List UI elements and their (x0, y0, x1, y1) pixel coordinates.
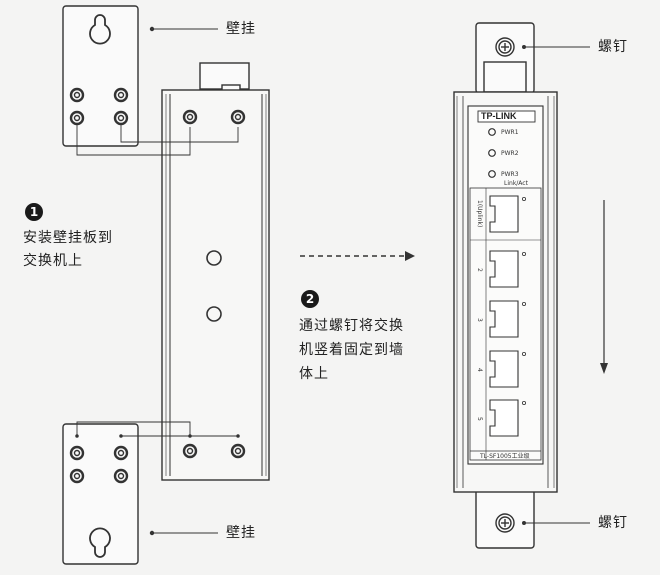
bottom-wall-bracket (62, 423, 139, 565)
screw-leaders (522, 45, 590, 525)
step-1-badge: 1 (25, 203, 43, 221)
step-2-text-line1: 通过螺钉将交换 (299, 318, 404, 334)
led-label-pwr2: PWR2 (501, 150, 519, 157)
port-label-2: 2 (476, 268, 483, 272)
bottom-bracket-leader (149, 530, 218, 536)
step-2-text-line3: 体上 (299, 366, 329, 382)
step-arrow (300, 251, 415, 261)
screw-label-bottom: 螺钉 (598, 515, 628, 531)
switch-front-view (453, 22, 558, 549)
led-label-pwr3: PWR3 (501, 171, 519, 178)
top-alignment-lines (76, 125, 239, 156)
bracket-label-top: 壁挂 (226, 21, 256, 37)
link-act-label: Link/Act (504, 180, 528, 187)
top-wall-bracket (62, 5, 139, 147)
port-label-4: 4 (476, 368, 483, 372)
step-1-text-line2: 交换机上 (23, 253, 83, 269)
step-2-text-line2: 机竖着固定到墙 (299, 342, 404, 358)
top-bracket-leader (149, 26, 218, 32)
brand-logo: TP-LINK (481, 111, 517, 121)
bracket-label-bottom: 壁挂 (226, 525, 256, 541)
port-label-3: 3 (476, 318, 483, 322)
bottom-alignment-lines (75, 421, 240, 438)
model-label: TL-SF1005工业级 (480, 453, 530, 460)
step-2-badge: 2 (301, 290, 319, 308)
screw-label-top: 螺钉 (598, 39, 628, 55)
switch-side-view (161, 62, 270, 481)
port-label-5: 5 (476, 417, 483, 421)
down-arrow (600, 200, 608, 374)
port-label-1: 1(Uplink) (476, 200, 483, 228)
led-label-pwr1: PWR1 (501, 129, 519, 136)
step-1-text-line1: 安装壁挂板到 (23, 230, 113, 246)
